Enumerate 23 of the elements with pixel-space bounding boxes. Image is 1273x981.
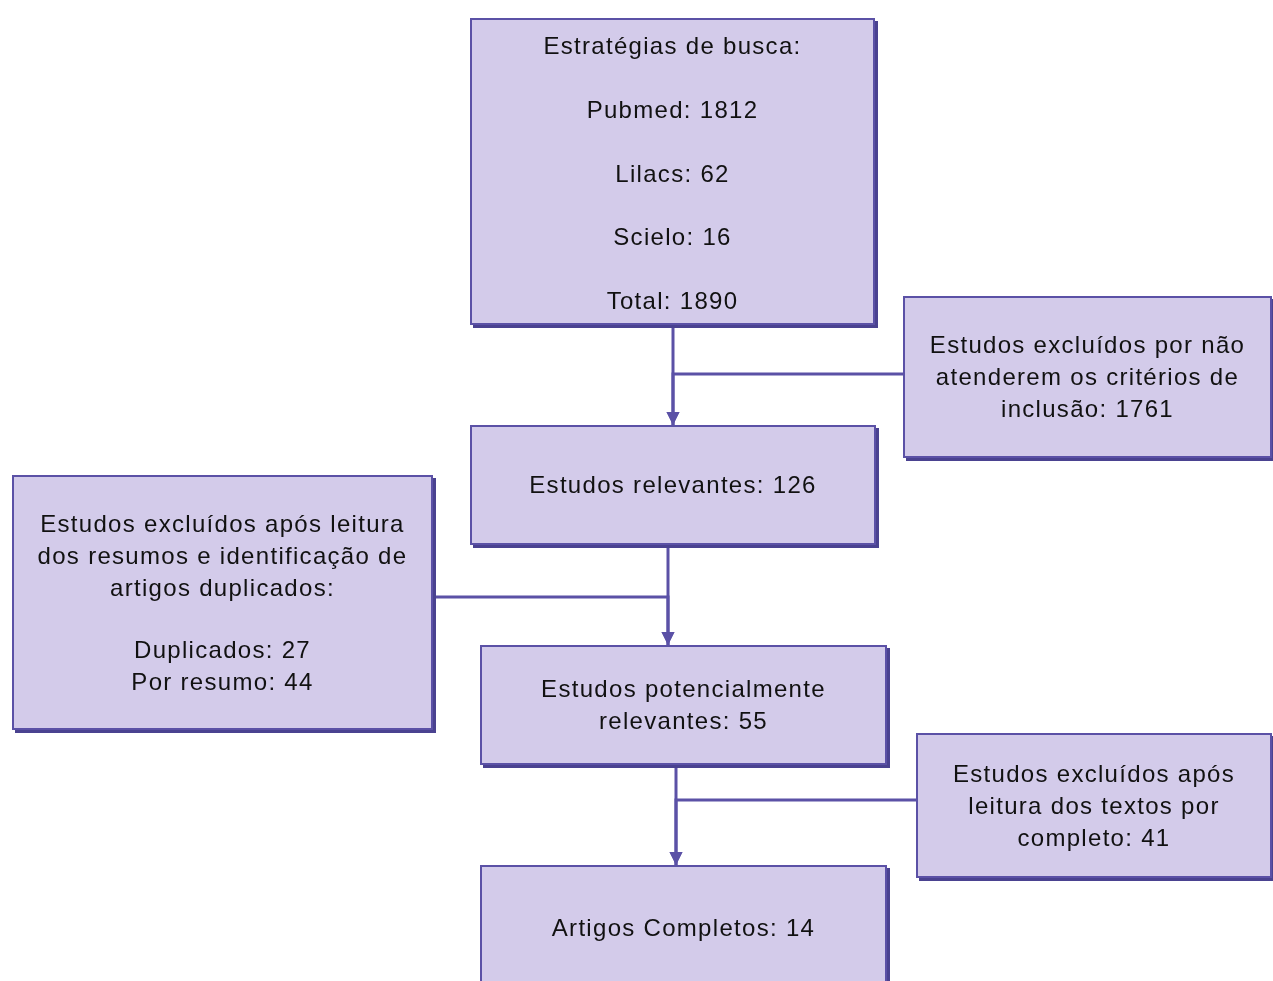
process-box [12,475,433,730]
process-box [916,733,1272,878]
box-text: Scielo: 16 [613,222,732,253]
process-box [480,645,887,765]
box-text: Estudos potencialmente relevantes: 55 [540,674,827,736]
box-text: Total: 1890 [606,286,739,316]
box-text: Pubmed: 1812 [586,94,759,125]
box-text: Por resumo: 44 [131,666,314,697]
arrow [666,372,903,425]
box-text: Estudos excluídos após leitura dos resumos e identificação de artigos duplicados: [36,508,409,603]
box-text: Estratégias de busca: [543,31,802,61]
process-box [470,425,876,545]
box-text: Duplicados: 27 [134,634,311,665]
process-box [470,18,875,325]
box-text: Estudos relevantes: 126 [529,470,817,500]
process-box [480,865,887,981]
box-text: Estudos excluídos após leitura dos textos por completo: 41 [951,758,1237,853]
box-text: Artigos Completos: 14 [551,912,816,943]
arrow [433,595,675,645]
arrow [669,798,916,865]
process-box [903,296,1272,458]
box-text: Estudos excluídos por não atenderem os critérios de inclusão: 1761 [928,330,1247,424]
box-text: Lilacs: 62 [615,158,730,189]
